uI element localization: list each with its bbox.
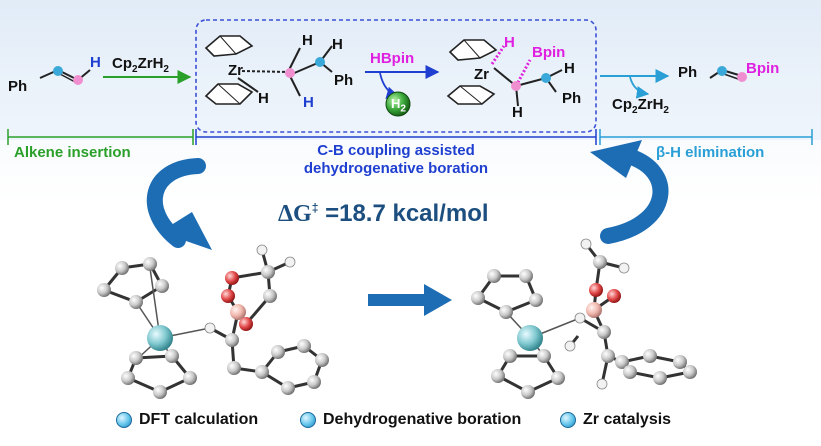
legend-item-zr-catalysis: Zr catalysis [560, 411, 671, 429]
int1-zr-label: Zr [228, 62, 243, 79]
int1-h-low1: H [258, 90, 269, 107]
int2-ph: Ph [562, 90, 582, 107]
legend-item-dehydrogenative-boration: Dehydrogenative boration [300, 411, 521, 429]
int2-h-mid: H [564, 60, 575, 77]
legend-item-dft: DFT calculation [116, 411, 258, 429]
energy-barrier-label: ΔG‡ =18.7 kcal/mol [278, 200, 489, 228]
reactant-h-label: H [90, 54, 101, 71]
zr-atom-left [147, 325, 173, 351]
int1-h-low2: H [303, 94, 314, 111]
int1-h-mid: H [332, 36, 343, 53]
reactant-ph-label: Ph [8, 78, 28, 95]
bullet-icon [116, 412, 132, 428]
cp-ring-top-2 [448, 39, 498, 61]
int2-bpin: Bpin [532, 44, 566, 61]
delta-g-symbol: ΔG [278, 201, 312, 227]
int1-ph: Ph [334, 72, 354, 89]
intermediate-box [195, 19, 597, 133]
alkene-carbon-2 [73, 75, 83, 85]
int2-h-top: H [504, 34, 515, 51]
stage-label-alkene-insertion: Alkene insertion [14, 144, 131, 161]
styrene-structure [39, 66, 91, 85]
product-ph-label: Ph [678, 64, 698, 81]
int2-h-low1: H [512, 104, 523, 121]
cp-ring-bottom-2 [446, 85, 496, 105]
stage-label-cb-line1: C-B coupling assisted [317, 142, 475, 159]
curved-arrow-right [590, 140, 669, 244]
cp-ring-top-1 [204, 35, 254, 57]
stage-label-cb-coupling: C-B coupling assisted dehydrogenative bo… [196, 142, 596, 178]
int2-bonds [490, 45, 563, 107]
alkene-carbon-1 [53, 66, 63, 76]
product-structure [709, 66, 747, 82]
stage-label-cb-line2: dehydrogenative boration [303, 160, 489, 177]
dagger-symbol: ‡ [311, 201, 319, 215]
byproduct-arrow [629, 76, 650, 99]
hbpin-label: HBpin [370, 50, 415, 67]
stage-bracket-middle [195, 129, 597, 145]
byproduct-cp2zrh2: Cp2ZrH2 [612, 96, 669, 116]
h2-label: H2 [391, 96, 406, 115]
top-band [0, 0, 821, 140]
product-bpin-label: Bpin [746, 60, 780, 77]
reagent-cp2zrh2: Cp2ZrH2 [112, 55, 169, 75]
stage-bracket-left [7, 129, 194, 145]
ts-arrow [368, 284, 452, 316]
int2-zr-label: Zr [474, 66, 489, 83]
dft-atoms-left [97, 244, 329, 399]
dft-structure-left [102, 249, 324, 394]
h2-ball [385, 91, 411, 117]
stage-bracket-right [599, 129, 813, 145]
dft-atoms-right [471, 238, 697, 399]
cp-ring-bottom-1 [204, 83, 254, 105]
zr-atom-right [517, 325, 543, 351]
curved-arrow-left [146, 158, 212, 250]
stage-label-beta-h-elimination: β-H elimination [656, 144, 765, 161]
int1-bonds [237, 45, 333, 97]
int1-h-top: H [302, 32, 313, 49]
bullet-icon [560, 412, 576, 428]
energy-value: =18.7 kcal/mol [325, 200, 489, 227]
bullet-icon [300, 412, 316, 428]
